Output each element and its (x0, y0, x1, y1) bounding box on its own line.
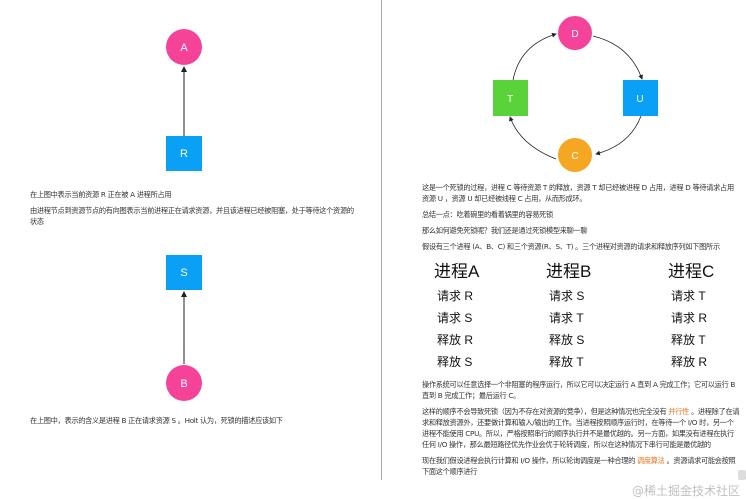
resource-node-s (166, 255, 202, 290)
cell: 释放 T (549, 355, 584, 369)
node-label: C (571, 151, 578, 162)
paragraph: 这是一个死锁的过程，进程 C 等待资源 T 的释放，资源 T 却已经被进程 D … (422, 183, 734, 203)
node-label: A (180, 42, 188, 54)
cell: 释放 R (671, 355, 708, 369)
paragraph: 在上图中表示当前资源 R 正在被 A 进程所占用 (30, 190, 172, 199)
paragraph: 操作系统可以任意选择一个非阻塞的程序运行，所以它可以决定运行 A 直到 A 完成… (422, 380, 736, 400)
paragraph: 假设有三个进程 (A、B、C) 和三个资源(R、S、T) 。三个进程对资源的请求… (422, 242, 720, 251)
text: 现在我们假设进程会执行计算和 I/O 操作，所以轮询调度是一种合理的 (422, 456, 637, 465)
process-node-d (558, 16, 592, 50)
left-column-text-bottom: 在上图中，表示的含义是进程 B 正在请求资源 S 。Holt 认为，死锁的描述应… (30, 415, 360, 431)
left-column-text: 在上图中表示当前资源 R 正在被 A 进程所占用 由进程节点到资源节点的有向图表… (30, 189, 360, 232)
node-label: D (571, 29, 578, 40)
paragraph: 这样的顺序不会导致死锁（因为不存在对资源的竞争），但是这种情况也完全没有 并行性… (422, 406, 740, 450)
link-scheduling-algorithm[interactable]: 调度算法 (637, 456, 665, 465)
resource-node-r (166, 136, 202, 171)
process-node-c (558, 138, 592, 172)
cell: 请求 S (549, 289, 585, 303)
cell: 请求 T (671, 289, 706, 303)
cell: 释放 S (549, 333, 585, 347)
node-label: B (180, 378, 187, 390)
cell: 请求 T (549, 311, 584, 325)
paragraph: 由进程节点到资源节点的有向图表示当前进程正在请求资源，并且该进程已经被阻塞，处于… (30, 206, 354, 226)
link-parallelism[interactable]: 并行性 (668, 407, 690, 416)
paragraph: 现在我们假设进程会执行计算和 I/O 操作，所以轮询调度是一种合理的 调度算法 … (422, 455, 740, 477)
process-node-b (166, 365, 202, 401)
arrow-d-to-u (592, 35, 643, 80)
paragraph: 那么如何避免死锁呢？我们还是通过死锁模型来聊一聊 (422, 226, 588, 235)
process-node-a (166, 29, 202, 65)
cell: 释放 R (437, 333, 474, 347)
arrow-t-to-d (512, 32, 557, 81)
right-column-text: 这是一个死锁的过程，进程 C 等待资源 T 的释放，资源 T 却已经被进程 D … (422, 182, 740, 499)
cell: 释放 T (671, 333, 706, 347)
text: 这样的顺序不会导致死锁（因为不存在对资源的竞争），但是这种情况也完全没有 (422, 407, 669, 416)
diagrams: A R S B D U C T (166, 16, 658, 401)
column-process-b: 进程B 请求 S 请求 T 释放 S 释放 T (546, 257, 626, 375)
node-label: U (636, 94, 643, 105)
column-process-a: 进程A 请求 R 请求 S 释放 R 释放 S (434, 257, 514, 375)
cell: 请求 R (437, 289, 474, 303)
paragraph: 总结一点：吃着碗里的看着锅里的容易死锁 (422, 210, 553, 219)
paragraph: 在上图中，表示的含义是进程 B 正在请求资源 S 。Holt 认为，死锁的描述应… (30, 416, 283, 425)
node-label: T (507, 94, 513, 105)
page-divider (381, 0, 382, 480)
column-process-c: 进程C 请求 T 请求 R 释放 T 释放 R (668, 257, 746, 375)
scroll-corner-button[interactable] (738, 470, 746, 480)
text: 。进程除了在请求和释放资源外，还要做计算和输入/输出的工作。当进程按照顺序运行时… (422, 407, 740, 449)
resource-node-u (623, 80, 658, 116)
cell: 请求 R (671, 311, 708, 325)
resource-sequence-table: 进程A 请求 R 请求 S 释放 R 释放 S 进程B 请求 S 请求 T 释放… (434, 257, 740, 375)
resource-node-t (493, 80, 528, 116)
cell: 请求 S (437, 311, 473, 325)
column-header: 进程A (434, 262, 480, 281)
cell: 释放 S (437, 355, 473, 369)
node-label: R (180, 148, 188, 160)
arrow-c-to-t (509, 116, 557, 160)
watermark: @稀土掘金技术社区 (631, 484, 740, 498)
text: 。资源请求可能会按照下面这个顺序进行 (422, 456, 736, 476)
node-label: S (180, 267, 187, 279)
arrow-u-to-c (595, 115, 642, 156)
column-header: 进程C (668, 262, 715, 281)
column-header: 进程B (546, 262, 592, 281)
